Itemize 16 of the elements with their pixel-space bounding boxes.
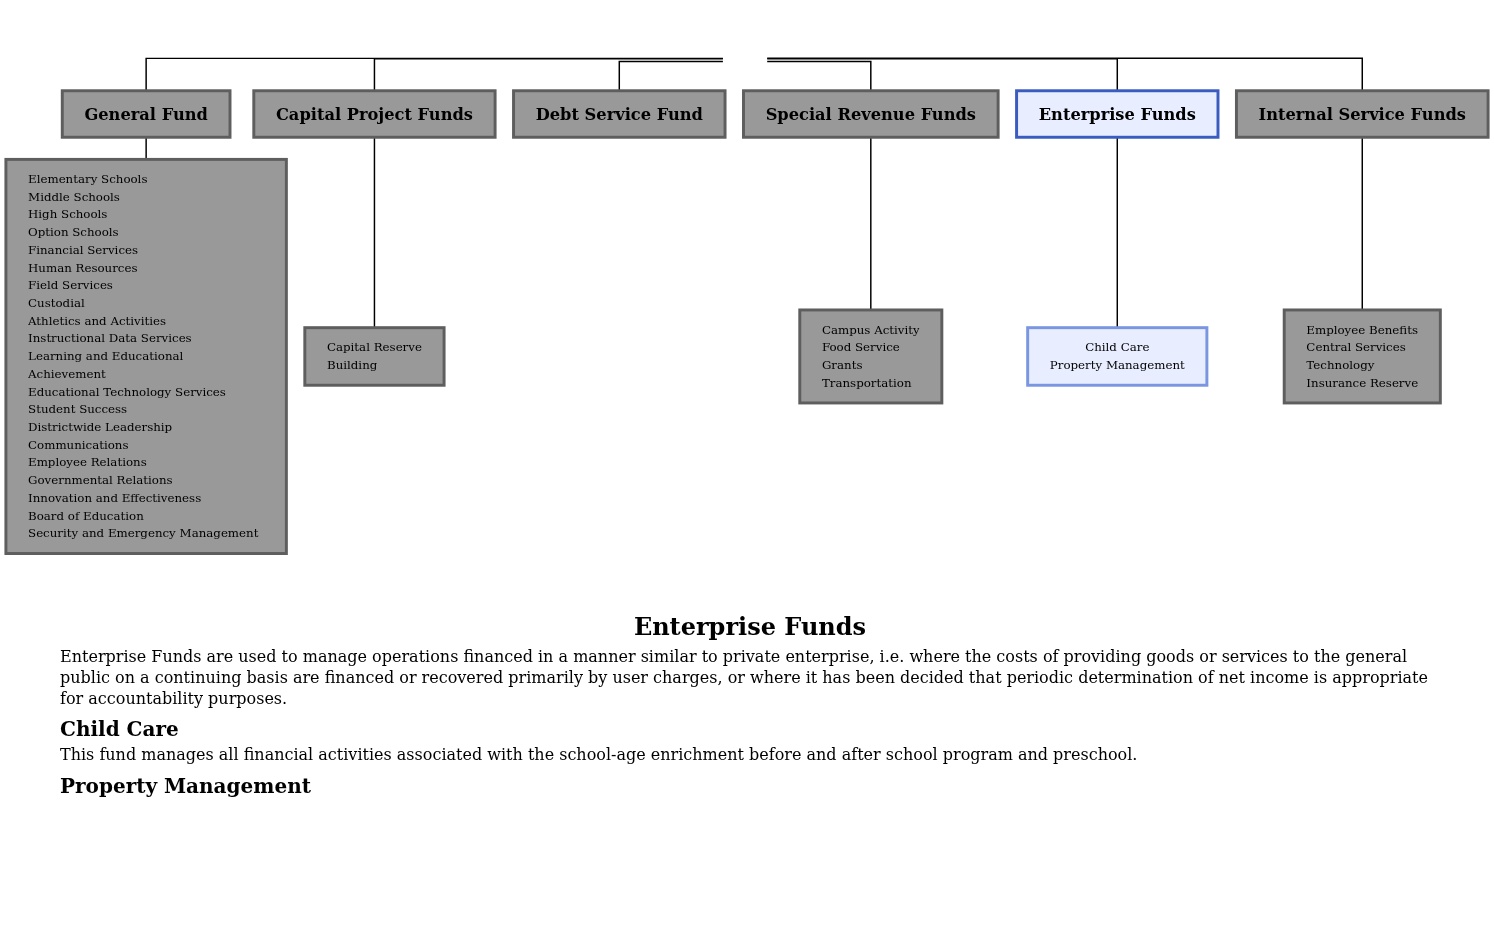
paragraph: Enterprise Funds are used to manage operations financed in a manner similar to private enterprise, i.e. where the costs of providing goods or services to the general public on a continuing basis are financed or recovered primarily by user charges, or where it has been decided that periodic determination of net income is appropriate for accountability purposes. xyxy=(60,647,1429,710)
subheading: Property Management xyxy=(60,774,312,799)
subheading: Child Care xyxy=(60,717,180,742)
fund-box: General Fund xyxy=(60,89,232,139)
list-box: Employee Benefits Central Services Technology Insurance Reserve xyxy=(1282,308,1442,405)
list-box: Child Care Property Management xyxy=(1026,326,1209,387)
fund-box: Internal Service Funds xyxy=(1234,89,1490,139)
fund-box: Debt Service Fund xyxy=(512,89,727,139)
paragraph: This fund manages all financial activities associated with the school-age enrichment before and after school program and preschool. xyxy=(60,745,1139,767)
section-heading: Enterprise Funds xyxy=(632,612,868,641)
list-box: Capital Reserve Building xyxy=(303,326,446,387)
fund-box: Enterprise Funds xyxy=(1015,89,1220,139)
list-box: Campus Activity Food Service Grants Transportation xyxy=(798,308,944,405)
fund-box: Capital Project Funds xyxy=(252,89,497,139)
fund-box: Special Revenue Funds xyxy=(742,89,1000,139)
list-box: Elementary Schools Middle Schools High Schools Option Schools Financial Services Human Resources Field Services Custodial Athletics and Activities Instructional Data Services Learning and Educational Achievement Educational Technology Services Student Success Districtwide Leadership Communications Employee Relations Governmental Relations Innovation and Effectiveness Board of Education Security and Emergency Management xyxy=(4,157,288,555)
